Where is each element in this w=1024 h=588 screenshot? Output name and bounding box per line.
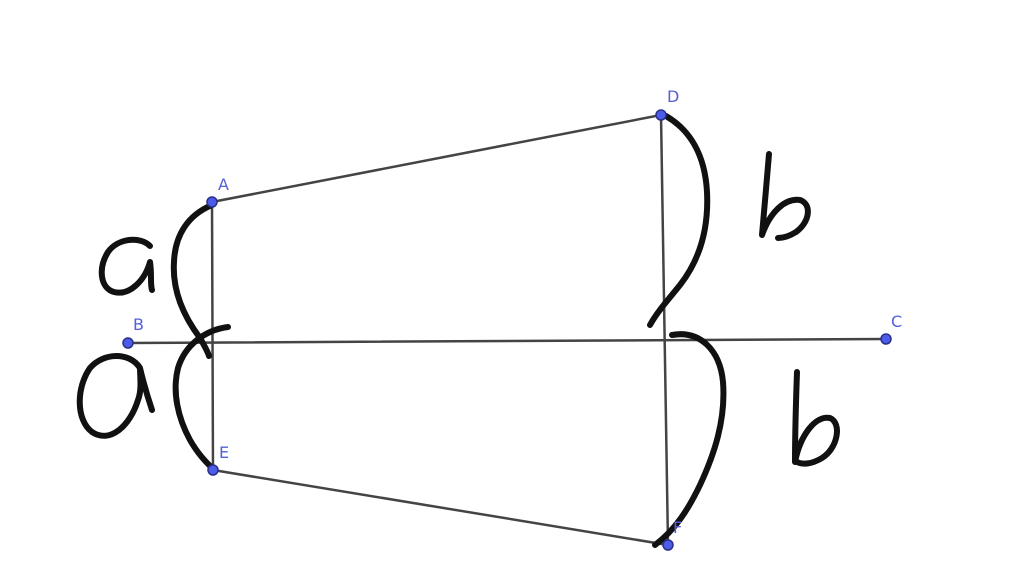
point-D[interactable] xyxy=(655,109,667,121)
label-F: F xyxy=(673,518,682,537)
label-D: D xyxy=(667,87,679,106)
segment-EF xyxy=(211,468,670,547)
point-F[interactable] xyxy=(662,539,674,551)
label-A: A xyxy=(218,175,229,194)
brace-upper-left xyxy=(170,202,215,359)
handwritten-b-lower xyxy=(792,369,840,467)
point-B[interactable] xyxy=(122,337,134,349)
brace-upper-right xyxy=(647,113,711,328)
brace-lower-left xyxy=(172,324,231,471)
handwritten-a-lower xyxy=(76,353,155,439)
label-E: E xyxy=(219,443,229,462)
handwritten-b-upper xyxy=(759,151,811,241)
point-A[interactable] xyxy=(206,196,218,208)
segment-AE xyxy=(210,200,215,472)
segment-BC xyxy=(126,337,888,345)
segment-AD xyxy=(210,113,663,204)
handwritten-a-upper xyxy=(98,236,155,296)
label-B: B xyxy=(133,315,144,334)
point-C[interactable] xyxy=(880,333,892,345)
brace-lower-right xyxy=(652,331,727,548)
point-E[interactable] xyxy=(207,464,219,476)
label-C: C xyxy=(891,312,902,331)
segment-DF xyxy=(659,113,670,547)
